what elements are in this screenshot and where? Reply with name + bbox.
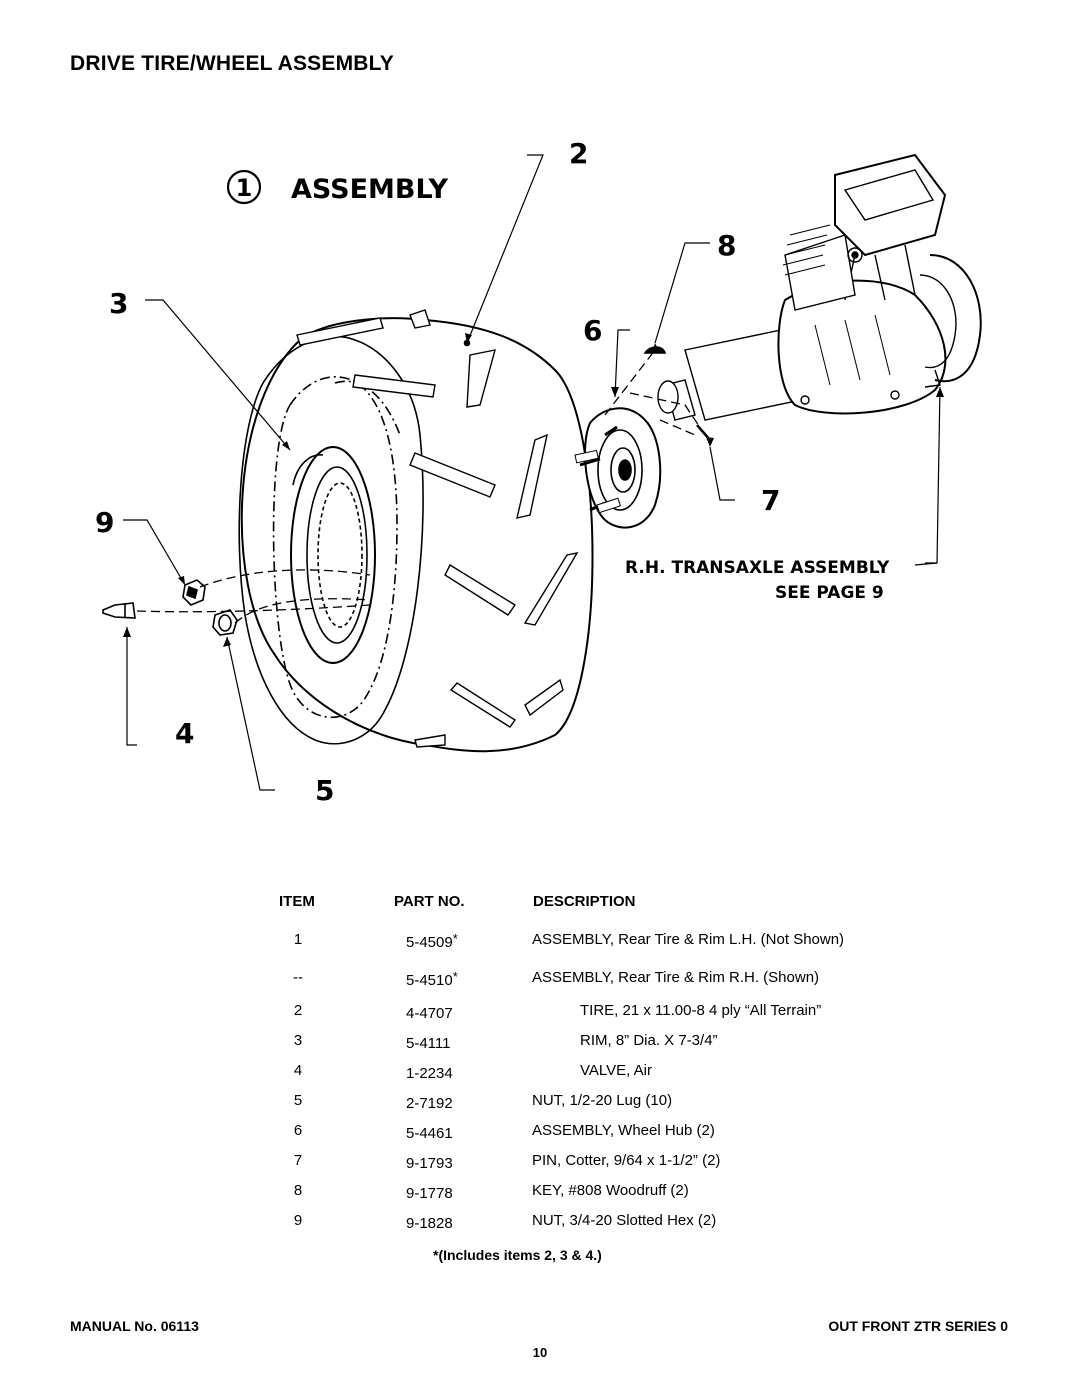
callout-3: 3 [109,287,128,320]
table-row: 7 9-1793 PIN, Cotter, 9/64 x 1-1/2” (2) [0,1152,1080,1172]
part-number-text: 4-4707 [406,1005,453,1022]
manual-number: MANUAL No. 06113 [70,1318,199,1334]
item-number: 6 [293,1122,303,1139]
callout-7: 7 [761,484,780,517]
transaxle-label: R.H. TRANSAXLE ASSEMBLY [625,558,890,578]
part-description: ASSEMBLY, Rear Tire & Rim L.H. (Not Show… [532,931,845,948]
part-number: 4-4707 [406,1002,453,1022]
wheel-hub-illustration [574,407,662,529]
part-number-text: 9-1793 [406,1155,453,1172]
item-number: 5 [293,1092,303,1109]
air-valve-illustration [102,602,136,619]
table-row: 9 9-1828 NUT, 3/4-20 Slotted Hex (2) [0,1212,1080,1232]
part-number: 5-4510* [406,969,458,989]
series-name: OUT FRONT ZTR SERIES 0 [828,1318,1008,1334]
lug-nut-illustration [212,609,238,636]
part-number-text: 9-1778 [406,1185,453,1202]
callout-4: 4 [175,717,194,750]
part-number-text: 5-4461 [406,1125,453,1142]
includes-asterisk: * [452,969,458,984]
part-number: 2-7192 [406,1092,453,1112]
part-description: PIN, Cotter, 9/64 x 1-1/2” (2) [532,1152,721,1169]
part-number-text: 5-4111 [406,1035,451,1052]
table-row: 3 5-4111 RIM, 8” Dia. X 7-3/4” [0,1032,1080,1052]
table-row: 4 1-2234 VALVE, Air [0,1062,1080,1082]
item-number: 3 [293,1032,303,1049]
includes-asterisk: * [452,931,458,946]
part-description: NUT, 1/2-20 Lug (10) [532,1092,673,1109]
column-header-part-no: PART NO. [394,893,465,910]
assembly-heading: ASSEMBLY [291,174,448,205]
page-number: 10 [532,1345,548,1360]
see-page-label: SEE PAGE 9 [775,583,884,603]
part-number: 5-4509* [406,931,458,951]
includes-note: *(Includes items 2, 3 & 4.) [433,1247,602,1263]
item-number: 8 [293,1182,303,1199]
part-number: 5-4461 [406,1122,453,1142]
item-number: 2 [293,1002,303,1019]
item-number: 1 [293,931,303,948]
part-description: VALVE, Air [580,1062,652,1079]
assembly-number: 1 [236,174,253,202]
part-number-text: 1-2234 [406,1065,453,1082]
tire-illustration [238,309,594,753]
table-row: 8 9-1778 KEY, #808 Woodruff (2) [0,1182,1080,1202]
part-number: 5-4111 [406,1032,450,1052]
part-number: 9-1793 [406,1152,453,1172]
part-number-text: 5-4510 [406,972,453,989]
page-title: DRIVE TIRE/WHEEL ASSEMBLY [70,52,394,75]
column-header-description: DESCRIPTION [533,893,636,910]
table-row: 6 5-4461 ASSEMBLY, Wheel Hub (2) [0,1122,1080,1142]
part-description: RIM, 8” Dia. X 7-3/4” [580,1032,718,1049]
part-description: NUT, 3/4-20 Slotted Hex (2) [532,1212,717,1229]
part-description: ASSEMBLY, Wheel Hub (2) [532,1122,715,1139]
exploded-parts-diagram: 1 ASSEMBLY 2 3 4 5 6 7 8 9 R.H. TRANSAXL… [85,135,1000,825]
table-row: 2 4-4707 TIRE, 21 x 11.00-8 4 ply “All Ter… [0,1002,1080,1022]
part-description: TIRE, 21 x 11.00-8 4 ply “All Terrain” [580,1002,822,1019]
table-row: 5 2-7192 NUT, 1/2-20 Lug (10) [0,1092,1080,1112]
part-number: 1-2234 [406,1062,453,1082]
slotted-nut-illustration [182,579,206,606]
item-number: 7 [293,1152,303,1169]
item-number: 4 [293,1062,303,1079]
part-description: KEY, #808 Woodruff (2) [532,1182,689,1199]
transaxle-illustration [657,153,982,421]
part-number-text: 5-4509 [406,934,453,951]
table-row: -- 5-4510* ASSEMBLY, Rear Tire & Rim R.H. … [0,969,1080,989]
callout-9: 9 [95,506,114,539]
callout-2: 2 [569,137,588,170]
part-number-text: 2-7192 [406,1095,453,1112]
part-description: ASSEMBLY, Rear Tire & Rim R.H. (Shown) [532,969,820,986]
callout-6: 6 [583,314,602,347]
item-number: 9 [293,1212,303,1229]
part-number: 9-1828 [406,1212,453,1232]
callout-8: 8 [717,229,736,262]
part-number-text: 9-1828 [406,1215,453,1232]
table-row: 1 5-4509* ASSEMBLY, Rear Tire & Rim L.H. (… [0,931,1080,951]
column-header-item: ITEM [279,893,315,910]
part-number: 9-1778 [406,1182,453,1202]
callout-5: 5 [315,774,334,807]
item-number: -- [293,969,303,986]
